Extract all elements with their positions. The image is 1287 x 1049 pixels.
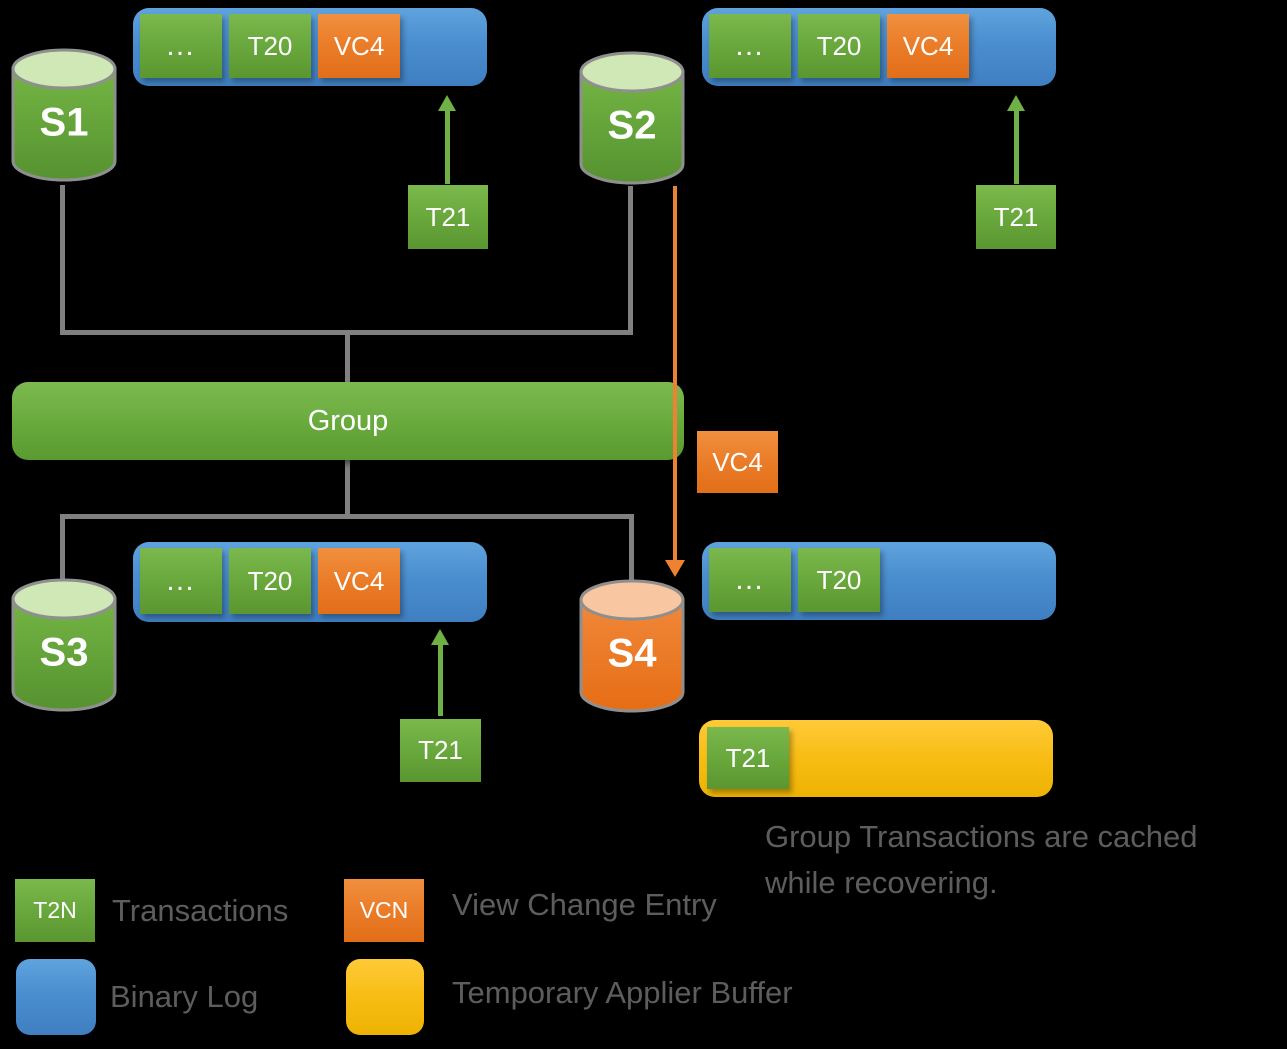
connector-bottom-horizontal (60, 514, 634, 519)
s3-log-entry-ellipsis: … (140, 548, 222, 614)
s4-buffered-transaction-box: T21 (707, 727, 789, 789)
legend-applier-buffer-label: Temporary Applier Buffer (452, 975, 793, 1010)
s1-incoming-arrow-icon (438, 95, 456, 184)
caption-line-2: while recovering. (765, 865, 998, 900)
caption-text: Group Transactions are cached while reco… (765, 814, 1198, 906)
server-s1-cylinder: S1 (10, 45, 118, 185)
s1-incoming-transaction-box: T21 (408, 185, 488, 249)
recovery-view-change-label: VC4 (712, 446, 763, 477)
group-bus: Group (12, 382, 684, 460)
server-s1-label: S1 (39, 100, 89, 145)
legend-transactions-label: Transactions (112, 893, 289, 928)
server-s4-cylinder: S4 (578, 576, 686, 716)
s3-incoming-arrow-icon (431, 629, 449, 716)
caption-line-1: Group Transactions are cached (765, 819, 1198, 854)
s3-log-entry-vc4: VC4 (318, 548, 400, 614)
connector-s2-down (628, 186, 633, 335)
connector-top-to-group (345, 333, 350, 384)
s2-incoming-arrow-icon (1007, 95, 1025, 184)
connector-s3-down (60, 517, 65, 579)
database-cylinder-icon (579, 51, 685, 185)
s2-log-entry-vc4: VC4 (887, 14, 969, 78)
recovery-arrow-head-icon (665, 560, 685, 577)
s1-log-entry-t20: T20 (229, 14, 311, 78)
legend-binary-log-swatch (16, 959, 96, 1035)
s3-log-entry-t20: T20 (229, 548, 311, 614)
s3-incoming-transaction-box: T21 (400, 719, 481, 782)
server-s2-cylinder: S2 (578, 48, 686, 188)
s2-log-entry-ellipsis: … (709, 14, 791, 78)
legend-binary-log-label: Binary Log (110, 979, 259, 1014)
s4-log-entry-ellipsis: … (709, 548, 791, 612)
server-s4-label: S4 (607, 631, 657, 676)
database-cylinder-icon (579, 579, 685, 713)
connector-top-horizontal (60, 330, 633, 335)
s1-log-entry-ellipsis: … (140, 14, 222, 78)
legend-applier-buffer-swatch (346, 959, 424, 1035)
s2-log-entry-t20: T20 (798, 14, 880, 78)
s2-incoming-transaction-box: T21 (976, 185, 1056, 249)
group-bus-label: Group (307, 404, 389, 437)
s4-log-entry-t20: T20 (798, 548, 880, 612)
server-s3-label: S3 (39, 630, 89, 675)
s1-log-entry-vc4: VC4 (318, 14, 400, 78)
connector-s4-down (629, 517, 634, 580)
recovery-view-change-box: VC4 (697, 431, 778, 493)
server-s3-cylinder: S3 (10, 575, 118, 715)
database-cylinder-icon (11, 578, 117, 712)
legend-view-change-label: View Change Entry (452, 887, 717, 922)
legend-transactions-swatch: T2N (15, 879, 95, 942)
recovery-arrow-line (673, 186, 677, 561)
legend-view-change-swatch: VCN (344, 879, 424, 942)
connector-s1-down (60, 185, 65, 335)
database-cylinder-icon (11, 48, 117, 182)
server-s2-label: S2 (607, 103, 657, 148)
connector-group-down (345, 458, 350, 517)
